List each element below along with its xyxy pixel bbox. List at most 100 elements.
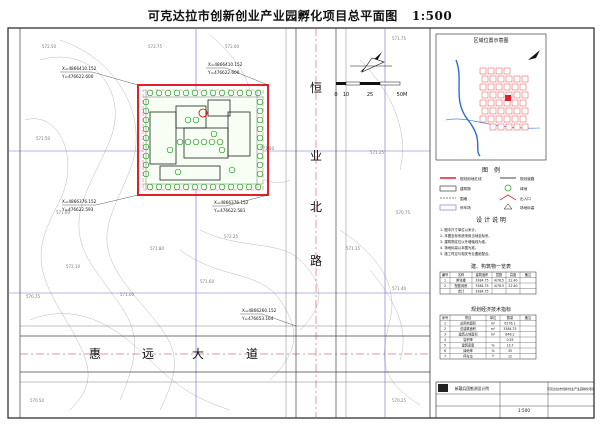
table-cell: m² [491, 333, 496, 337]
tree [142, 152, 150, 160]
table-cell: 5 [444, 344, 446, 348]
elevation-label: 571.50 [36, 136, 50, 141]
tree [254, 89, 262, 97]
contour-line [59, 39, 175, 411]
trees [142, 89, 264, 191]
table-cell: 个 [491, 355, 495, 359]
road-name-char: 北 [310, 200, 322, 214]
elevation-label: 572.75 [148, 44, 162, 49]
contour-line [339, 229, 421, 406]
city-block [487, 67, 495, 75]
horizontal-road [20, 325, 430, 383]
title-scale: 1:500 [411, 9, 453, 23]
city-block [505, 75, 513, 83]
design-note: 2. 本图坐标系统采用当地坐标系。 [440, 233, 492, 238]
callout-leader [91, 71, 139, 86]
city-block [503, 83, 511, 91]
tree [184, 116, 192, 124]
table-header-cell: 备注 [525, 272, 532, 277]
title-block-project: 可克达拉市创新创业产业园孵化项目 [547, 386, 595, 391]
elevation-label: 572.10 [66, 264, 80, 269]
callout-leader [95, 194, 139, 206]
city-block [495, 99, 503, 107]
elevation-label: 571.00 [56, 210, 70, 215]
city-block [521, 91, 529, 99]
legend-swatch-building [439, 185, 457, 192]
elevation-label: 570.75 [396, 210, 410, 215]
coordinate-label: X=4866376.152 [214, 200, 249, 205]
table-cell: 总用地面积 [460, 321, 477, 326]
city-block [479, 67, 487, 75]
tree [192, 116, 200, 124]
north-arrow-tail [361, 57, 385, 73]
tree [142, 98, 150, 106]
legend-swatch-green [504, 184, 512, 192]
legend-swatch-elevation [503, 203, 513, 210]
tree [210, 130, 218, 138]
site-boundary [137, 84, 269, 196]
tree [155, 183, 163, 191]
table-cell: 3384.75 [475, 284, 488, 288]
tree [146, 89, 154, 97]
table-cell: % [491, 349, 494, 353]
tree [200, 138, 208, 146]
elevation-label: 571.80 [260, 146, 274, 151]
company-name: 新疆兵团勘测设计院 [455, 386, 489, 391]
contour-line [29, 313, 231, 411]
city-block [503, 115, 511, 123]
table-cell: 容积率 [463, 337, 473, 342]
city-block [479, 83, 487, 91]
elevation-label: 571.25 [370, 150, 384, 155]
road-name-char: 恒 [310, 81, 322, 95]
road-name-char: 远 [142, 347, 154, 361]
north-arrow [350, 52, 392, 73]
title-block-scale: 1:500 [518, 408, 530, 413]
city-block [511, 99, 519, 107]
elevation-label: 571.80 [150, 246, 164, 251]
tree [228, 166, 236, 174]
tree [182, 89, 190, 97]
building-number-marker [198, 108, 208, 118]
table-header-cell: 项目 [465, 316, 471, 320]
tree [142, 116, 150, 124]
contour-line [359, 59, 403, 171]
table-cell: 0.55 [506, 338, 513, 342]
legend-label: 规划道路 [520, 176, 535, 181]
indicator-table-title: 规划经济技术指标 [471, 306, 511, 313]
table-cell: % [491, 344, 494, 348]
coordinate-label: Y=476622.600 [207, 70, 240, 75]
table-cell: 6176.1 [504, 322, 515, 326]
tree [256, 116, 264, 124]
tree [227, 183, 235, 191]
buildings [149, 99, 251, 181]
table-cell: 总建筑面积 [460, 326, 477, 331]
tree [256, 152, 264, 160]
scale-bar-label: 25 [367, 92, 373, 98]
tree [142, 143, 150, 151]
elevation-label: 570.75 [26, 294, 40, 299]
tree [227, 89, 235, 97]
table-cell: m² [491, 327, 496, 331]
city-block [497, 107, 505, 115]
city-block [487, 115, 495, 123]
city-block [503, 67, 511, 75]
tree [192, 138, 200, 146]
city-block [519, 115, 527, 123]
road-name-char: 路 [310, 253, 322, 268]
tree [245, 183, 253, 191]
legend-label: 绿地 [520, 186, 528, 191]
legend-swatch-parking [439, 204, 457, 211]
city-block [511, 115, 519, 123]
coordinate-label: X=4866410.152 [208, 62, 243, 67]
tree [256, 134, 264, 142]
tree [256, 98, 264, 106]
table-cell: 3384.75 [503, 327, 516, 331]
coordinate-label: X=4866376.152 [62, 199, 97, 204]
scale-bar-segment [345, 81, 361, 86]
tree [142, 134, 150, 142]
location-map-title: 区域位置示意图 [473, 37, 508, 44]
city-block [481, 107, 489, 115]
scale-bar-segment [336, 82, 346, 85]
city-block [479, 99, 487, 107]
